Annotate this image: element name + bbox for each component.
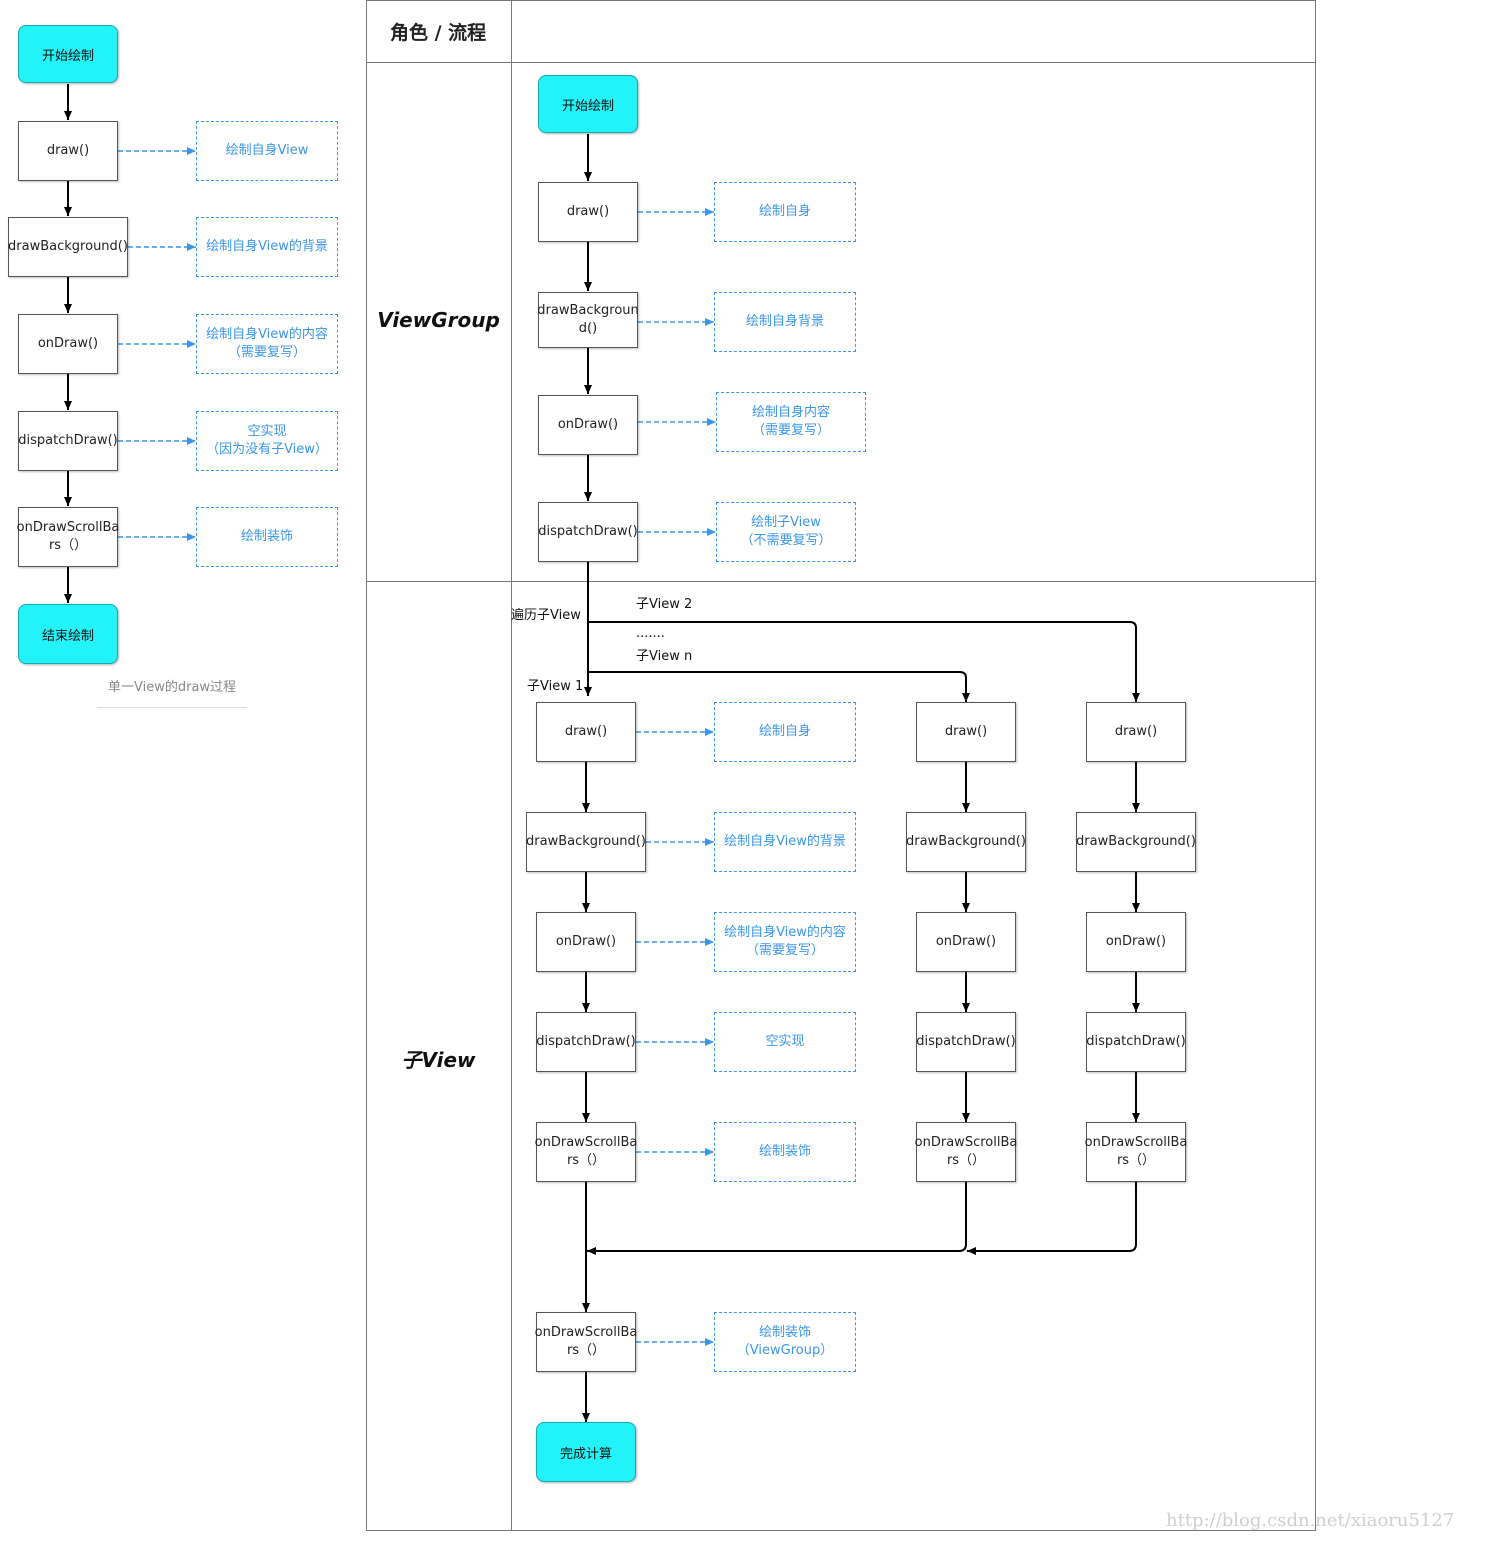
- child1-ondrawscrollbars-note: 绘制装饰: [714, 1122, 856, 1182]
- single-start-node: 开始绘制: [18, 25, 118, 83]
- child2-label: 子View 2: [636, 597, 693, 612]
- viewgroup-ondraw-note: 绘制自身内容 （需要复写）: [716, 392, 866, 452]
- ellipsis-label: .......: [636, 626, 665, 641]
- viewgroup-draw-note: 绘制自身: [714, 182, 856, 242]
- child1-label: 子View 1: [527, 679, 584, 694]
- childn-ondraw-node: onDraw(): [916, 912, 1016, 972]
- viewgroup-draw-node: draw(): [538, 182, 638, 242]
- single-dispatchdraw-note: 空实现 （因为没有子View）: [196, 411, 338, 471]
- child1-ondraw-note: 绘制自身View的内容 （需要复写）: [714, 912, 856, 972]
- viewgroup-dispatchdraw-node: dispatchDraw(): [538, 502, 638, 562]
- single-dispatchdraw-node: dispatchDraw(): [18, 411, 118, 471]
- child1-ondrawscrollbars-node: onDrawScrollBa rs（）: [535, 1122, 637, 1182]
- single-draw-note: 绘制自身View: [196, 121, 338, 181]
- child2-dispatchdraw-node: dispatchDraw(): [1086, 1012, 1186, 1072]
- watermark: http://blog.csdn.net/xiaoru5127: [1166, 1510, 1455, 1531]
- child2-draw-node: draw(): [1086, 702, 1186, 762]
- single-drawbackground-note: 绘制自身View的背景: [196, 217, 338, 277]
- viewgroup-ondrawscrollbars-node: onDrawScrollBa rs（）: [535, 1312, 637, 1372]
- child2-ondrawscrollbars-node: onDrawScrollBa rs（）: [1085, 1122, 1187, 1182]
- viewgroup-dispatchdraw-note: 绘制子View （不需要复写）: [716, 502, 856, 562]
- lane-viewgroup-label: ViewGroup: [377, 308, 500, 332]
- finish-node: 完成计算: [536, 1422, 636, 1482]
- swimlane-table: [366, 0, 1316, 1531]
- traverse-children-label: 遍历子View: [511, 608, 581, 623]
- single-view-caption: 单一View的draw过程: [108, 680, 237, 695]
- child2-ondraw-node: onDraw(): [1086, 912, 1186, 972]
- child1-draw-note: 绘制自身: [714, 702, 856, 762]
- child2-drawbackground-node: drawBackground(): [1076, 812, 1196, 872]
- single-end-node: 结束绘制: [18, 604, 118, 664]
- child1-drawbackground-note: 绘制自身View的背景: [714, 812, 856, 872]
- child1-dispatchdraw-note: 空实现: [714, 1012, 856, 1072]
- viewgroup-drawbackground-node: drawBackgroun d(): [537, 292, 639, 348]
- child1-drawbackground-node: drawBackground(): [526, 812, 646, 872]
- viewgroup-ondraw-node: onDraw(): [538, 395, 638, 455]
- single-draw-node: draw(): [18, 121, 118, 181]
- single-ondraw-note: 绘制自身View的内容 （需要复写）: [196, 314, 338, 374]
- table-header-role: 角色 / 流程: [390, 22, 487, 44]
- child1-draw-node: draw(): [536, 702, 636, 762]
- childn-dispatchdraw-node: dispatchDraw(): [916, 1012, 1016, 1072]
- single-ondrawscrollbars-note: 绘制装饰: [196, 507, 338, 567]
- child1-ondraw-node: onDraw(): [536, 912, 636, 972]
- single-ondraw-node: onDraw(): [18, 314, 118, 374]
- childn-ondrawscrollbars-node: onDrawScrollBa rs（）: [915, 1122, 1017, 1182]
- viewgroup-ondrawscrollbars-note: 绘制装饰 （ViewGroup）: [714, 1312, 856, 1372]
- single-drawbackground-node: drawBackground(): [8, 217, 128, 277]
- childn-drawbackground-node: drawBackground(): [906, 812, 1026, 872]
- childn-label: 子View n: [636, 649, 693, 664]
- viewgroup-start-node: 开始绘制: [538, 75, 638, 133]
- child1-dispatchdraw-node: dispatchDraw(): [536, 1012, 636, 1072]
- childn-draw-node: draw(): [916, 702, 1016, 762]
- single-ondrawscrollbars-node: onDrawScrollBa rs（）: [17, 507, 119, 567]
- lane-childview-label: 子View: [401, 1048, 476, 1072]
- viewgroup-drawbackground-note: 绘制自身背景: [714, 292, 856, 352]
